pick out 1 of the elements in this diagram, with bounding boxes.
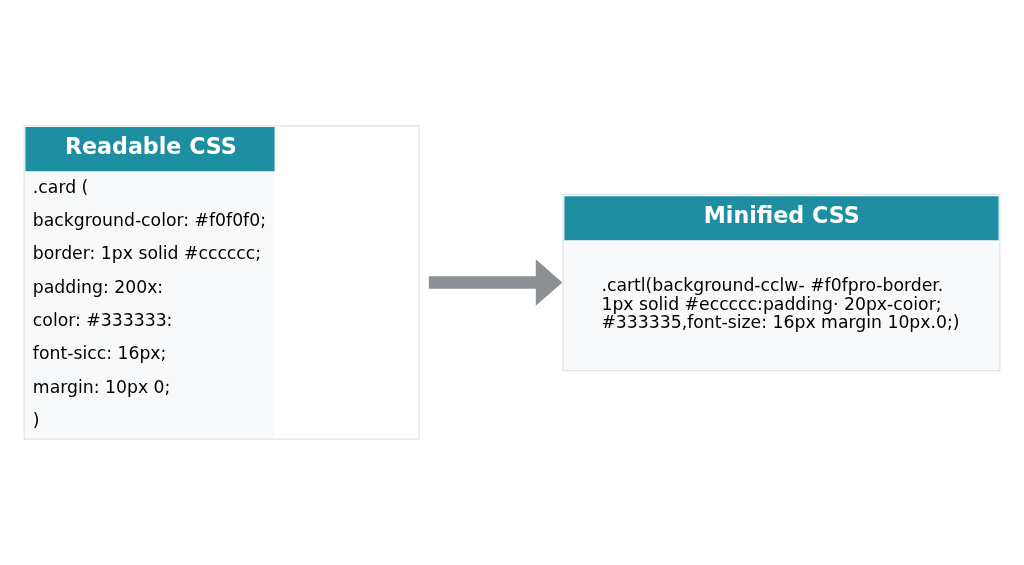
arrow — [428, 259, 563, 306]
